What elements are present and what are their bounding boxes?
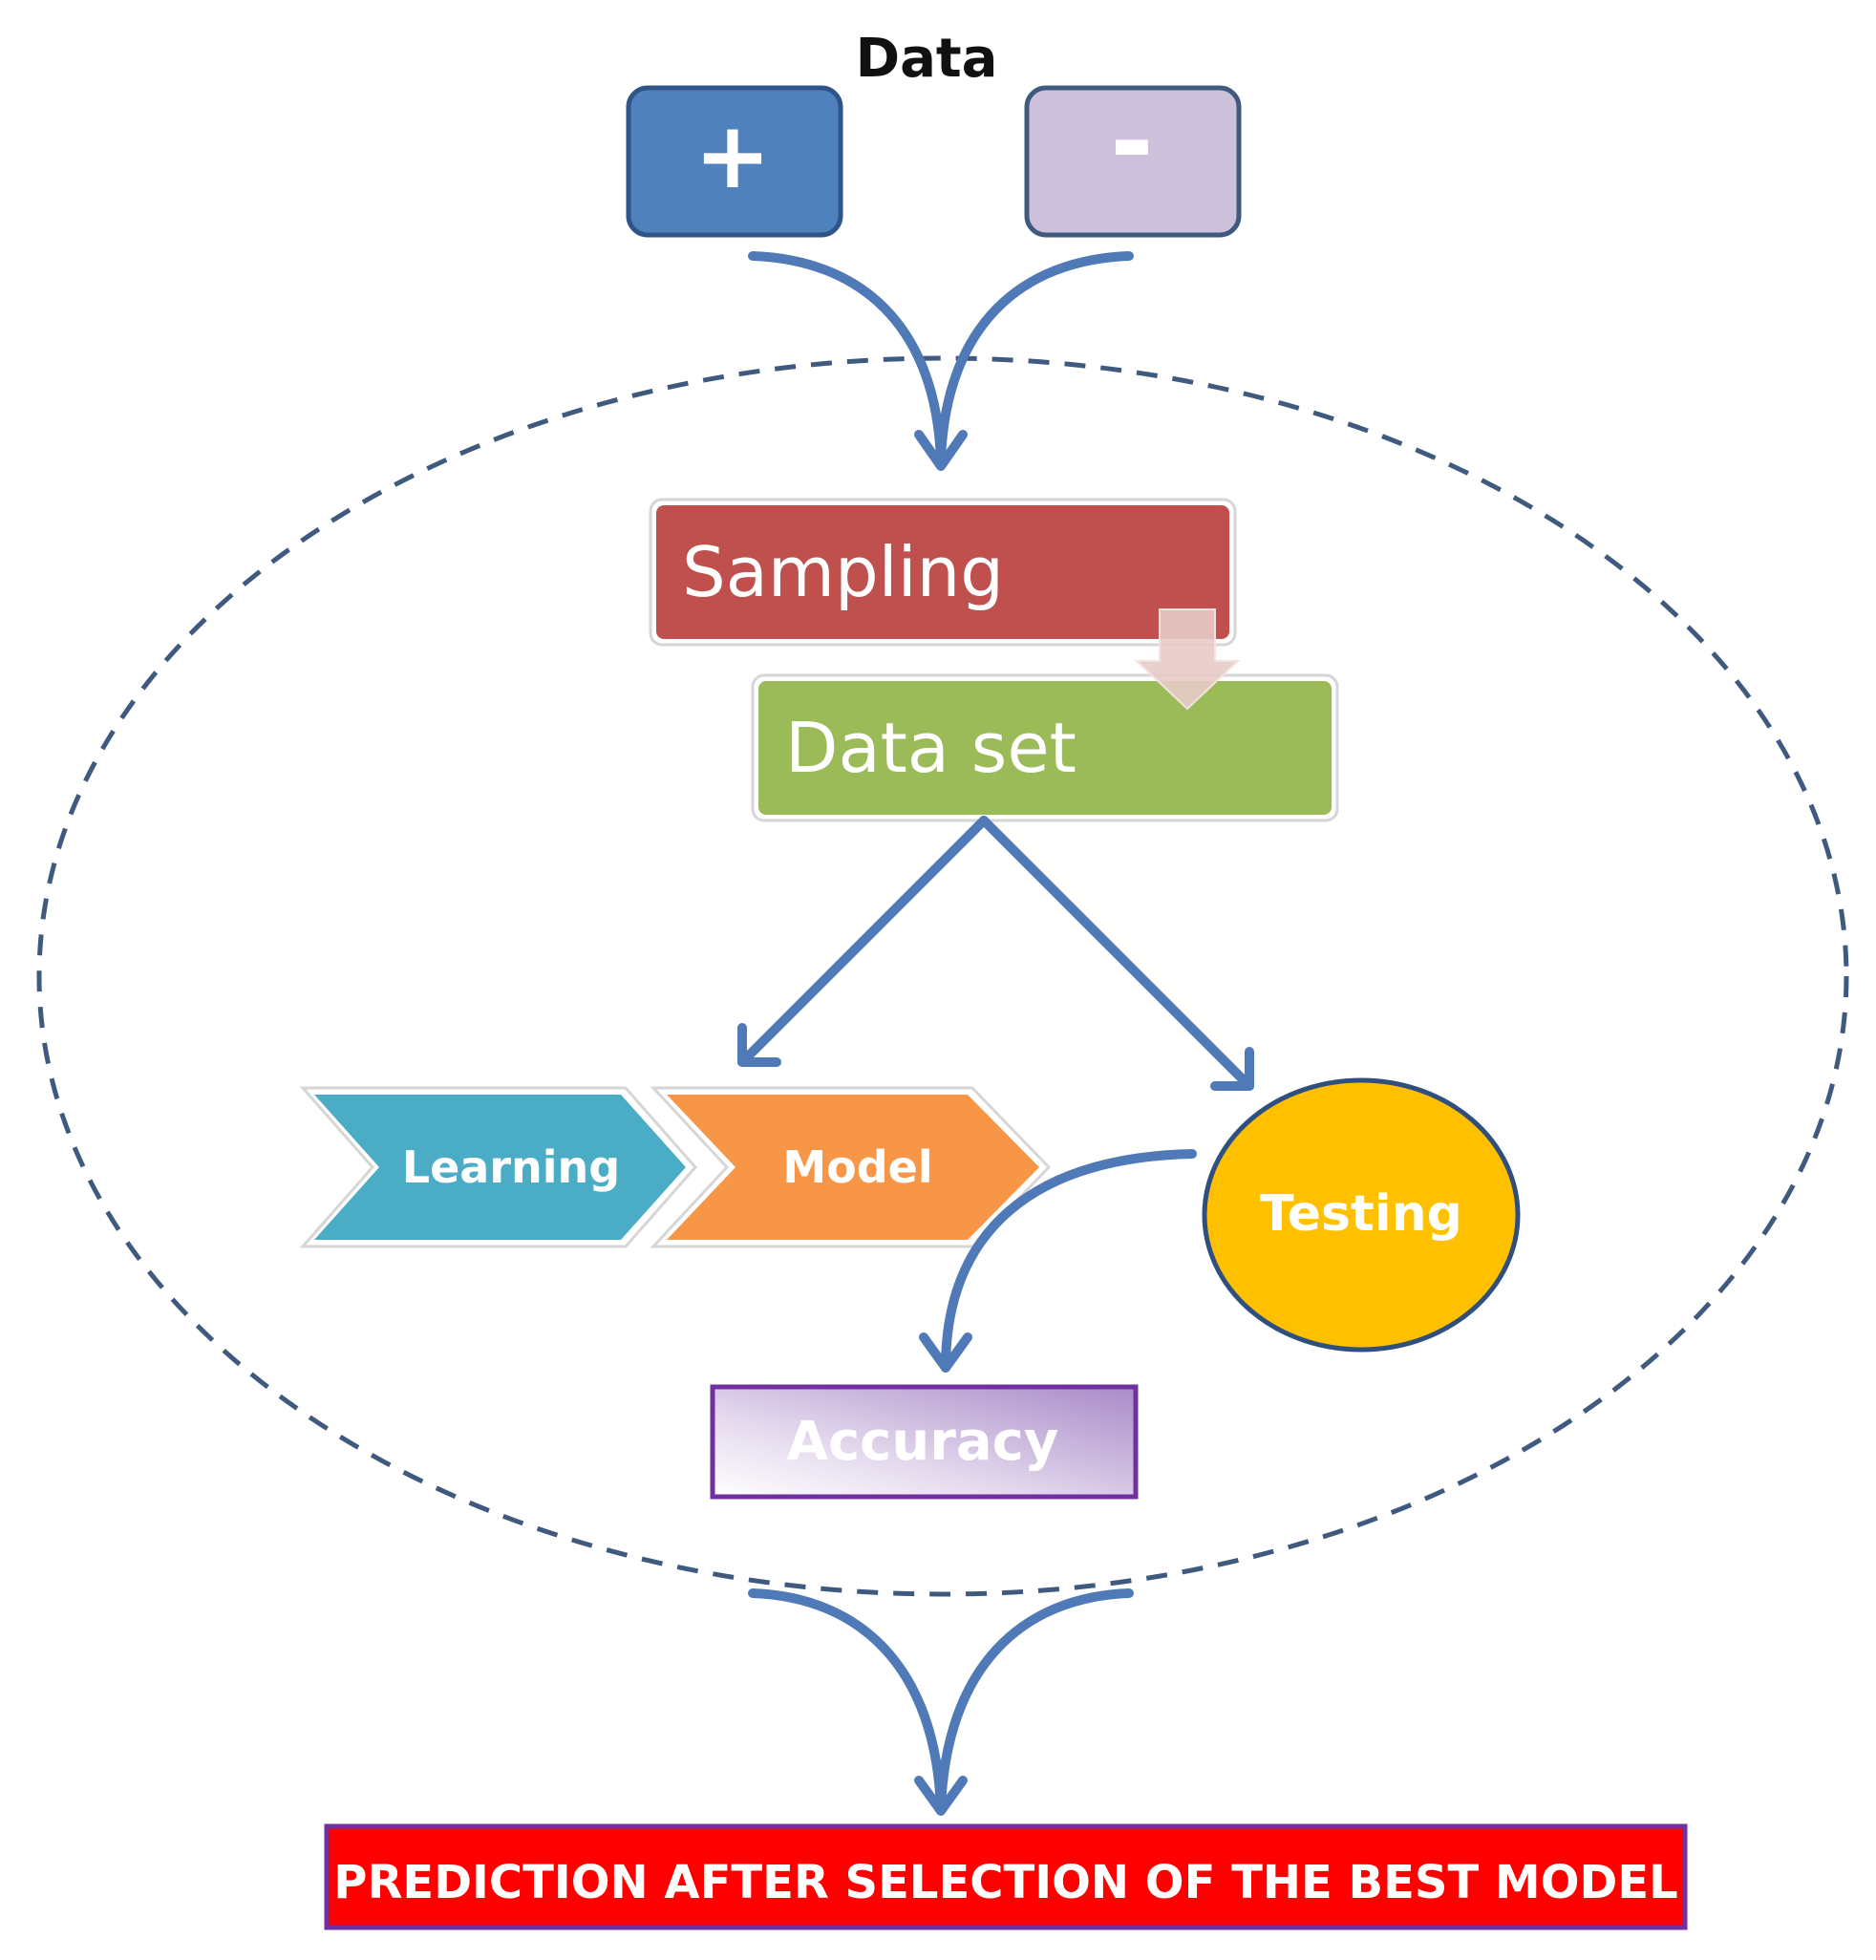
dataset-label: Data set <box>785 708 1077 788</box>
data-merge-arrows <box>748 251 1134 471</box>
learning-label: Learning <box>402 1141 620 1193</box>
prediction-banner: PREDICTION AFTER SELECTION OF THE BEST M… <box>324 1823 1688 1930</box>
process-boundary-ellipse <box>36 355 1849 1597</box>
dataset-branch-arrows <box>737 816 1254 1091</box>
positive-data-box: + <box>626 85 843 238</box>
testing-to-accuracy-arrow <box>919 1149 1197 1373</box>
negative-data-box: - <box>1024 80 1242 238</box>
model-label: Model <box>782 1141 932 1193</box>
accuracy-box: Accuracy <box>710 1384 1139 1500</box>
testing-label: Testing <box>1260 1185 1462 1243</box>
data-title: Data <box>856 28 998 90</box>
prediction-merge-arrows <box>748 1588 1134 1816</box>
positive-label: + <box>694 102 771 209</box>
accuracy-label: Accuracy <box>787 1411 1059 1473</box>
sampling-to-dataset-arrow <box>1134 608 1241 711</box>
dataset-box: Data set <box>751 673 1339 822</box>
sampling-label: Sampling <box>682 532 1004 612</box>
sampling-box: Sampling <box>649 498 1237 647</box>
model-chevron: Model <box>650 1086 1052 1248</box>
learning-chevron: Learning <box>299 1086 697 1248</box>
negative-label: - <box>1110 80 1154 202</box>
prediction-label: PREDICTION AFTER SELECTION OF THE BEST M… <box>333 1856 1677 1909</box>
testing-node: Testing <box>1202 1077 1521 1353</box>
